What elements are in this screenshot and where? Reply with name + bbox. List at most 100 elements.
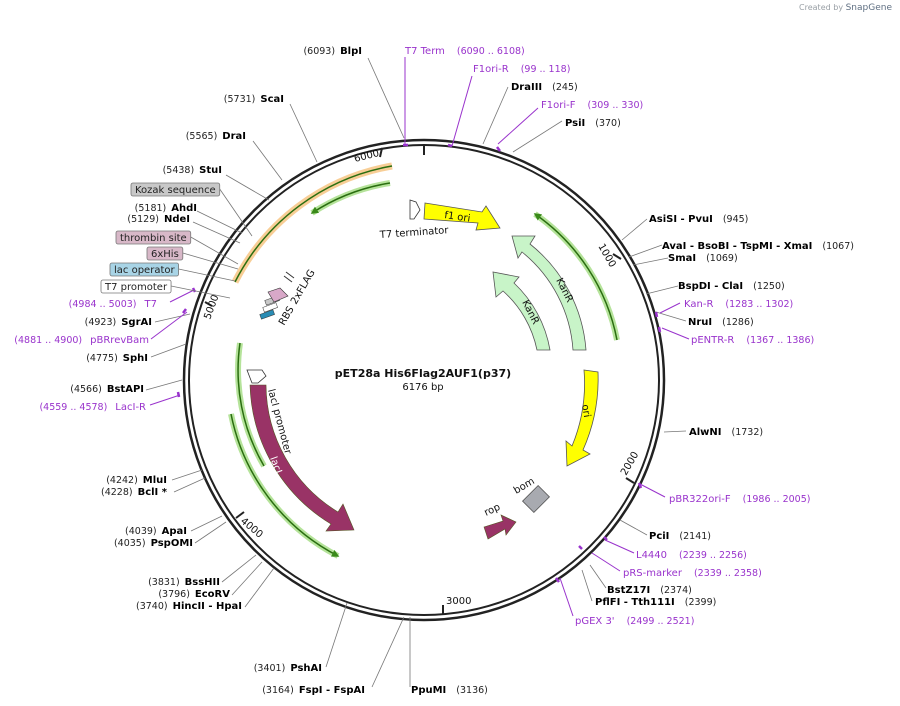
enzyme-position: (2141) [679,531,711,542]
enzyme-position: (2399) [685,597,717,608]
enzyme-position: (5181) [135,203,167,214]
insert-arc-strand [234,165,393,283]
enzyme-site-smai: SmaI(1069) [668,253,738,264]
rbs-label: RBS [277,305,297,328]
enzyme-position: (5731) [224,94,256,105]
enzyme-site-asisi-pvui: AsiSI - PvuI(945) [649,214,748,225]
enzyme-name: AvaI - BsoBI - TspMI - XmaI [662,241,812,252]
enzyme-position: (5438) [163,165,195,176]
enzyme-name: BlpI [340,46,362,57]
enzyme-name: NdeI [164,214,190,225]
enzyme-site-psii: PsiI(370) [565,118,621,129]
enzyme-site-bstz17i: BstZ17I (2374) [607,585,692,596]
primer-name: Kan-R [684,299,713,310]
enzyme-name: BstZ17I [607,585,650,596]
enzyme-name: BspDI - ClaI [678,281,743,292]
enzyme-site-drai: DraI(5565) [186,131,246,142]
laci-promoter-feature [246,369,267,384]
primer-range: (1367 .. 1386) [746,335,814,346]
enzyme-name: PspOMI [151,538,193,549]
primer-range: (2239 .. 2256) [679,550,747,561]
enzyme-name: PflFI - Tth111I [595,597,675,608]
enzyme-label-layer: BlpI(6093) ScaI (5731) DraI(5565) StuI (5438)… [70,46,854,696]
orf-arc-top-strand [310,182,391,214]
enzyme-name: FspI - FspAI [299,685,365,696]
tick-label-2000: 2000 [619,450,641,478]
kanr-feature-inner [492,271,551,351]
enzyme-position: (3796) [158,589,190,600]
tick-label-5000: 5000 [202,293,221,321]
enzyme-site-nrui: NruI(1286) [688,317,754,328]
feature-tag-thrombin-site: thrombin site [115,230,239,265]
enzyme-position: (370) [595,118,621,129]
primer-name: F1ori-R [473,64,509,75]
rbs-flag-cluster [259,287,289,320]
enzyme-site-sgrai: SgrAI(4923) [85,317,152,328]
primer-pbrrevbam: pBRrevBam(4881 .. 4900) [14,335,149,346]
enzyme-site-fspi-fspai: FspI - FspAI(3164) [262,685,365,696]
enzyme-position: (5129) [127,214,159,225]
enzyme-name: EcoRV [195,589,230,600]
enzyme-site-ndei: NdeI (5129) [127,214,190,225]
laci-feature [249,384,355,532]
feature-tag-lac-operator: lac operator [109,262,236,282]
enzyme-position: (1286) [722,317,754,328]
kan-orf-strand [533,213,618,341]
primer-range: (2499 .. 2521) [627,616,695,627]
enzyme-name: ScaI [260,94,284,105]
feature-tag-t7-promoter: T7 promoter [100,279,231,299]
tick-marks [204,145,635,614]
flag-label: 2xFLAG [289,268,318,307]
enzyme-site-bspdi-clai: BspDI - ClaI (1250) [678,281,785,292]
feature-tag-label: lac operator [114,265,175,276]
enzyme-position: (3831) [148,577,180,588]
primer-name: T7 [144,299,157,310]
enzyme-position: (4923) [85,317,117,328]
primer-t7-term: T7 Term (6090 .. 6108) [404,46,525,57]
enzyme-position: (2374) [660,585,692,596]
enzyme-position: (1732) [732,427,764,438]
primer-range: (2339 .. 2358) [694,568,762,579]
enzyme-name: ApaI [162,526,187,537]
enzyme-position: (4039) [125,526,157,537]
enzyme-site-bcli: BclI *(4228) [101,487,168,498]
feature-tag-label: Kozak sequence [135,185,216,196]
enzyme-name: StuI [199,165,222,176]
f1-ori-label: f1 ori [444,210,471,225]
credit-prefix: Created by [799,3,844,12]
enzyme-position: (4566) [70,384,102,395]
primer-t7: T7(4984 .. 5003) [69,299,157,310]
enzyme-site-hincii-hpai: HincII - HpaI(3740) [136,601,242,612]
enzyme-position: (4035) [114,538,146,549]
primer-name: pENTR-R [691,335,734,346]
enzyme-site-blpi: BlpI(6093) [303,46,362,57]
primer-name: pBR322ori-F [669,494,731,505]
enzyme-name: BstAPI [107,384,144,395]
enzyme-position: (3740) [136,601,168,612]
enzyme-site-pshai: PshAI(3401) [254,663,322,674]
enzyme-name: DraIII [511,82,542,93]
enzyme-site-draiii: DraIII (245) [511,82,578,93]
primer-f1ori-f: F1ori-F(309 .. 330) [541,100,643,111]
primer-name: pGEX 3' [575,616,615,627]
enzyme-site-bsshii: BssHII (3831) [148,577,220,588]
primer-name: pRS-marker [623,568,683,579]
primer-name: F1ori-F [541,100,576,111]
enzyme-name: BssHII [185,577,220,588]
primer-name: pBRrevBam [90,335,149,346]
primer-l4440: L4440(2239 .. 2256) [636,550,747,561]
enzyme-site-stui: StuI (5438) [163,165,222,176]
enzyme-position: (245) [552,82,578,93]
t7-terminator-label: T7 terminator [378,225,449,241]
primer-name: T7 Term [404,46,445,57]
primer-name: LacI-R [115,402,146,413]
feature-tag-label: 6xHis [151,249,179,260]
bom-feature [521,484,551,514]
primer-range: (6090 .. 6108) [457,46,525,57]
enzyme-position: (1250) [753,281,785,292]
enzyme-name: AsiSI - PvuI [649,214,713,225]
enzyme-site-mlui: MluI(4242) [106,475,167,486]
primer-pbr322ori-f: pBR322ori-F(1986 .. 2005) [669,494,810,505]
enzyme-leaders [145,57,687,688]
